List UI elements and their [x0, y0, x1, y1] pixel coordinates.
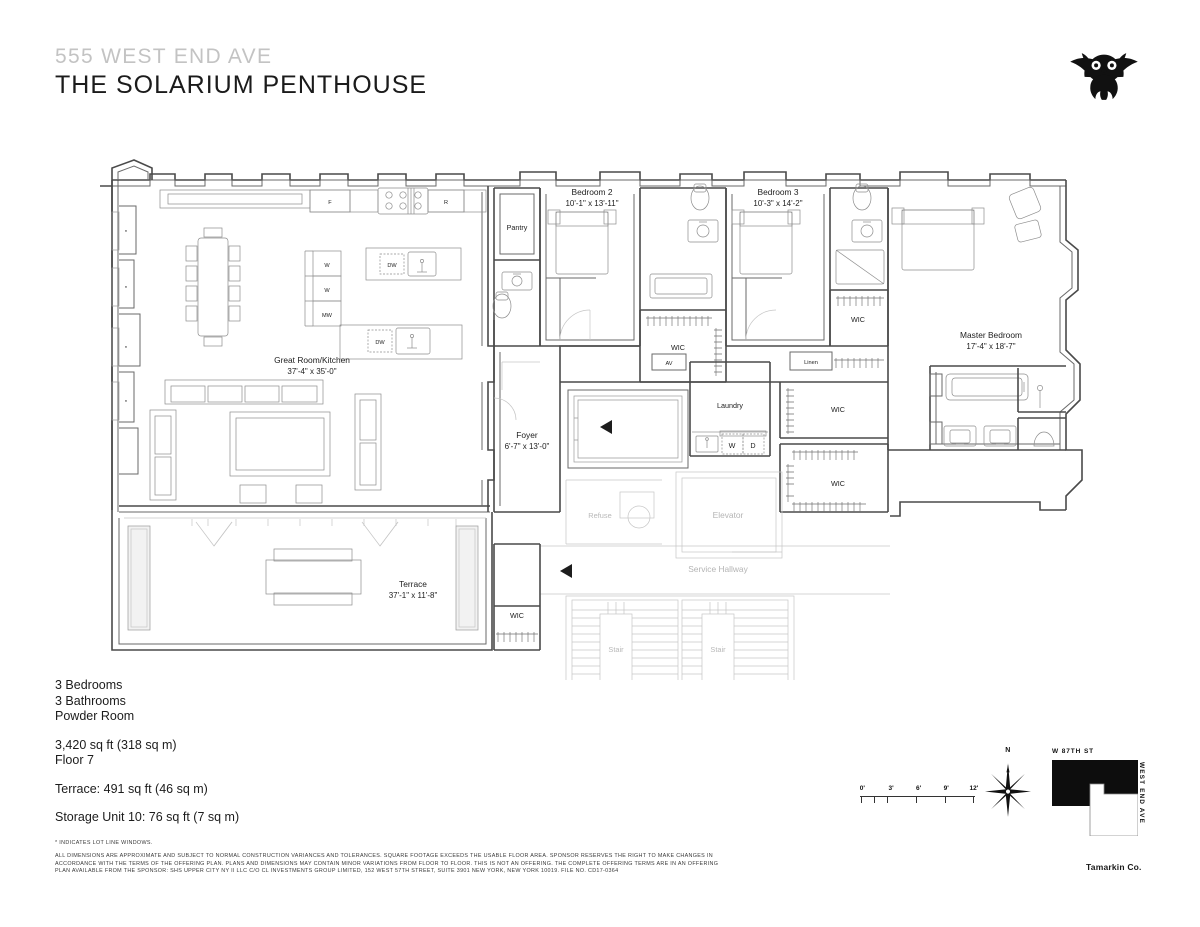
master-toilet: [1033, 431, 1055, 447]
bedroom3-bed-furniture: [731, 209, 801, 275]
lot-line-note: * INDICATES LOT LINE WINDOWS.: [55, 840, 153, 846]
room-label-elevator: Elevator: [713, 510, 744, 520]
scale-bar-labels: 0' 3' 6' 9' 12': [859, 785, 979, 796]
summary-floor: Floor 7: [55, 753, 94, 767]
room-label-master-bedroom: Master Bedroom: [960, 330, 1022, 340]
room-label-laundry: Laundry: [717, 401, 743, 410]
legal-disclaimer: ALL DIMENSIONS ARE APPROXIMATE AND SUBJE…: [55, 853, 719, 875]
appliance-washer-label: W: [729, 441, 736, 450]
door-swings: [493, 397, 517, 421]
architect-credit: Tamarkin Co.: [1086, 862, 1142, 872]
room-dim-foyer: 6'-7" x 13'-0": [505, 442, 550, 451]
wic-hatch-1: [646, 316, 722, 376]
room-label-stair-1: Stair: [608, 645, 624, 654]
appliance-microwave-label: MW: [322, 313, 333, 319]
master-wic-hatch-1: [786, 358, 884, 434]
room-label-bedroom-3: Bedroom 3: [758, 187, 799, 197]
cooktop-icon: [377, 187, 429, 215]
wic-hatch-2: [836, 296, 884, 306]
living-furniture: [149, 379, 382, 504]
closet-label-linen: Linen: [804, 360, 818, 366]
room-label-refuse: Refuse: [588, 511, 611, 520]
room-label-pantry: Pantry: [507, 223, 528, 232]
summary-bathrooms: 3 Bathrooms: [55, 693, 126, 708]
compass-rose-icon: N: [985, 747, 1031, 828]
master-double-vanity: [943, 425, 1017, 447]
room-label-master-wic-1: WIC: [831, 405, 845, 414]
summary-area: 3,420 sq ft (318 sq m): [55, 737, 177, 752]
floor-plan-drawing: .w { fill:none; stroke:#4a4a4a; stroke-w…: [0, 150, 1200, 680]
elevator-shaft: [675, 471, 783, 559]
summary-storage: Storage Unit 10: 76 sq ft (7 sq m): [55, 810, 240, 824]
room-label-wic-2: WIC: [851, 315, 865, 324]
direction-arrow-icon: [600, 420, 612, 434]
appliance-fridge-label: F: [328, 200, 332, 206]
owl-logo-icon: [1068, 46, 1140, 102]
summary-terrace: Terrace: 491 sq ft (46 sq m): [55, 781, 208, 796]
scale-bar: 0' 3' 6' 9' 12': [859, 785, 979, 806]
summary-powder-room: Powder Room: [55, 709, 135, 723]
bath3-fixtures: [835, 183, 885, 285]
room-label-bedroom-2: Bedroom 2: [572, 187, 613, 197]
compass-north-label: N: [1005, 747, 1011, 754]
scale-tick-12: 12': [969, 785, 979, 792]
page-title: THE SOLARIUM PENTHOUSE: [55, 71, 428, 100]
room-dim-bedroom-2: 10'-1" x 13'-11": [565, 199, 618, 208]
terrace-door-swings: [195, 521, 399, 547]
lot-line-marker: *: [125, 286, 128, 292]
closet-label-av: AV: [665, 361, 672, 367]
appliance-dishwasher-label-2: DW: [375, 340, 385, 346]
room-label-service-hallway: Service Hallway: [688, 564, 748, 574]
lot-line-marker: *: [125, 230, 128, 236]
room-label-lower-wic: WIC: [510, 611, 524, 620]
room-dim-master-bedroom: 17'-4" x 18'-7": [966, 342, 1015, 351]
dining-table-furniture: [185, 227, 241, 347]
summary-bedrooms: 3 Bedrooms: [55, 678, 123, 692]
master-wic-hatch-2: [786, 450, 866, 512]
stair-core: Stair Stair: [565, 595, 795, 680]
keymap-street-top: W 87TH ST: [1052, 748, 1095, 755]
appliance-dryer-label: D: [750, 441, 755, 450]
room-label-master-wic-2: WIC: [831, 479, 845, 488]
scale-tick-3: 3': [888, 785, 894, 792]
gallery-ceiling-detail: [567, 389, 689, 469]
room-dim-bedroom-3: 10'-3" x 14'-2": [753, 199, 802, 208]
room-label-stair-2: Stair: [710, 645, 726, 654]
building-address: 555 WEST END AVE: [55, 45, 273, 68]
site-key-map: W 87TH ST WEST END AVE: [1046, 748, 1156, 838]
page-header: 555 WEST END AVE THE SOLARIUM PENTHOUSE: [55, 45, 428, 101]
master-shower: [1037, 385, 1043, 408]
bath2-fixtures: [649, 183, 719, 299]
room-label-great-room: Great Room/Kitchen: [274, 355, 350, 365]
terrace-furniture: [265, 548, 362, 606]
powder-room-fixtures: [492, 271, 533, 319]
unit-summary: 3 Bedrooms 3 Bathrooms Powder Room 3,420…: [55, 678, 239, 826]
room-label-wic-1: WIC: [671, 343, 685, 352]
room-dim-terrace: 37'-1" x 11'-8": [389, 591, 438, 600]
keymap-street-right: WEST END AVE: [1138, 762, 1145, 824]
master-bed-furniture: [891, 207, 985, 271]
lower-wic-hatch: [496, 632, 538, 642]
room-dim-great-room: 37'-4" x 35'-0": [287, 367, 336, 376]
direction-arrow-icon-2: [560, 564, 572, 578]
room-label-terrace: Terrace: [399, 579, 427, 589]
lot-line-marker: *: [125, 346, 128, 352]
lot-line-marker: *: [125, 400, 128, 406]
scale-tick-6: 6': [916, 785, 922, 792]
scale-tick-0: 0': [859, 785, 865, 792]
appliance-range-label: R: [444, 200, 448, 206]
master-bath-tub: [945, 373, 1029, 401]
appliance-column: [312, 250, 342, 327]
bedroom2-bed-furniture: [547, 209, 617, 275]
scale-bar-axis: [860, 796, 975, 806]
keymap-block-shape: [1052, 760, 1138, 836]
appliance-dishwasher-label: DW: [387, 263, 397, 269]
scale-tick-9: 9': [943, 785, 949, 792]
lot-line-window-markers: * * * *: [125, 230, 128, 406]
appliance-wine-label-2: W: [324, 288, 330, 294]
appliance-wine-label: W: [324, 263, 330, 269]
room-label-foyer: Foyer: [516, 430, 538, 440]
master-seating-furniture: [1008, 186, 1042, 243]
